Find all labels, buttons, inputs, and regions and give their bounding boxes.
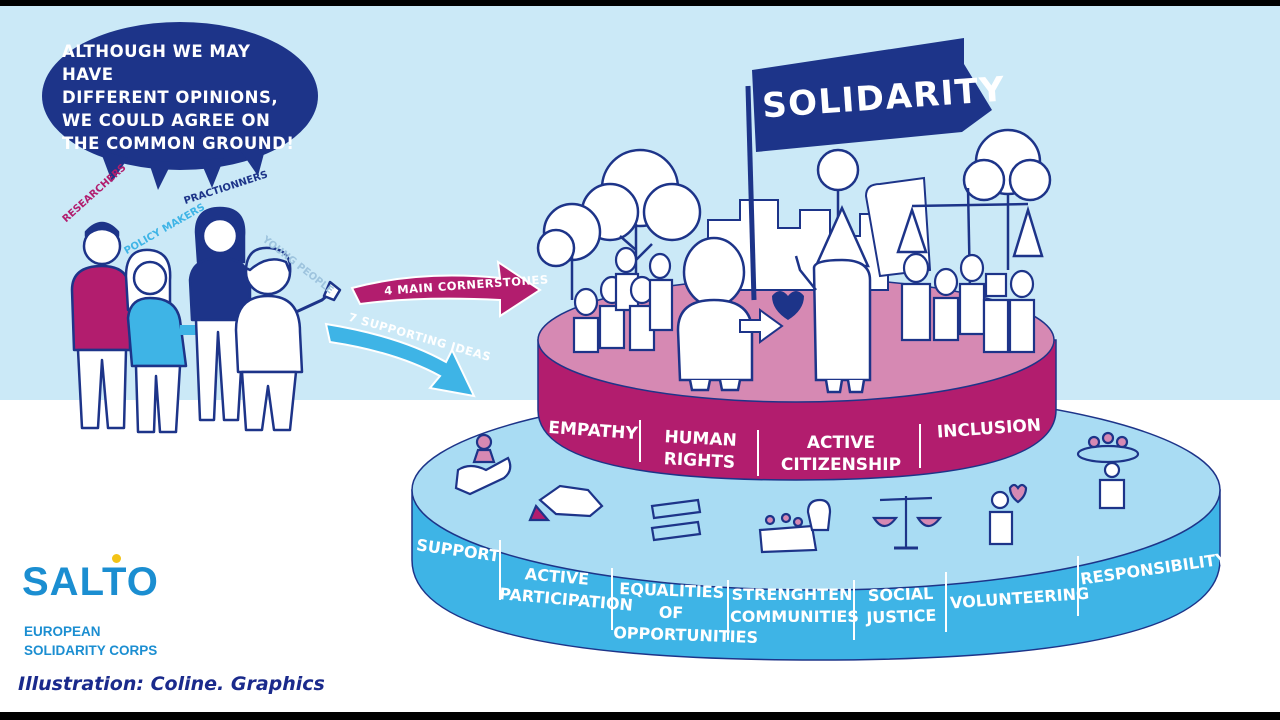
supporting-ideas-arrow [324, 322, 476, 398]
salto-logo: SALTO [22, 560, 159, 604]
illustration-credit: Illustration: Coline. Graphics [18, 673, 325, 695]
main-cornerstones-arrow [350, 259, 542, 318]
crowd-left [572, 246, 674, 354]
scales-icon [872, 496, 943, 550]
cornerstone-dividers [639, 420, 921, 476]
crowd-right [900, 252, 1036, 354]
hand-holding-person-icon [454, 433, 512, 496]
volunteer-heart-icon [988, 483, 1028, 546]
idea-strengthen-communities: STRENGHTEN COMMUNITIES [730, 585, 859, 626]
salto-logo-dot [112, 554, 121, 563]
cornerstone-active-citizenship: ACTIVE CITIZENSHIP [780, 433, 902, 475]
heart-icon [772, 291, 804, 320]
stakeholders-group [70, 206, 342, 434]
speech-line: ALTHOUGH WE MAY HAVE [62, 42, 251, 84]
idea-equalities-of-opportunities: EQUALITIES OF OPPORTUNITIES [612, 579, 759, 648]
esc-line-1: EUROPEAN [24, 624, 101, 639]
top-frame [0, 0, 1280, 6]
handshake-icon [528, 484, 604, 522]
person-holding-world-icon [1076, 431, 1140, 510]
speech-line: DIFFERENT OPINIONS, [62, 88, 279, 107]
speech-line: WE COULD AGREE ON [62, 111, 271, 130]
raised-fist-icon [758, 498, 832, 554]
equals-icon [650, 498, 702, 542]
esc-subtitle: EUROPEAN SOLIDARITY CORPS [24, 622, 157, 660]
bottom-frame [0, 712, 1280, 720]
esc-line-2: SOLIDARITY CORPS [24, 643, 158, 658]
empathy-figures [676, 204, 872, 394]
solidarity-flag [745, 38, 992, 301]
speech-bubble [42, 22, 318, 190]
supporting-dividers [499, 540, 1079, 640]
idea-social-justice: SOCIAL JUSTICE [866, 583, 937, 628]
speech-bubble-text: ALTHOUGH WE MAY HAVE DIFFERENT OPINIONS,… [62, 40, 302, 155]
trees [536, 128, 1052, 300]
justice-scales-icon [896, 187, 1044, 291]
speech-line: THE COMMON GROUND! [62, 134, 295, 153]
cornerstone-human-rights: HUMAN RIGHTS [663, 427, 738, 473]
